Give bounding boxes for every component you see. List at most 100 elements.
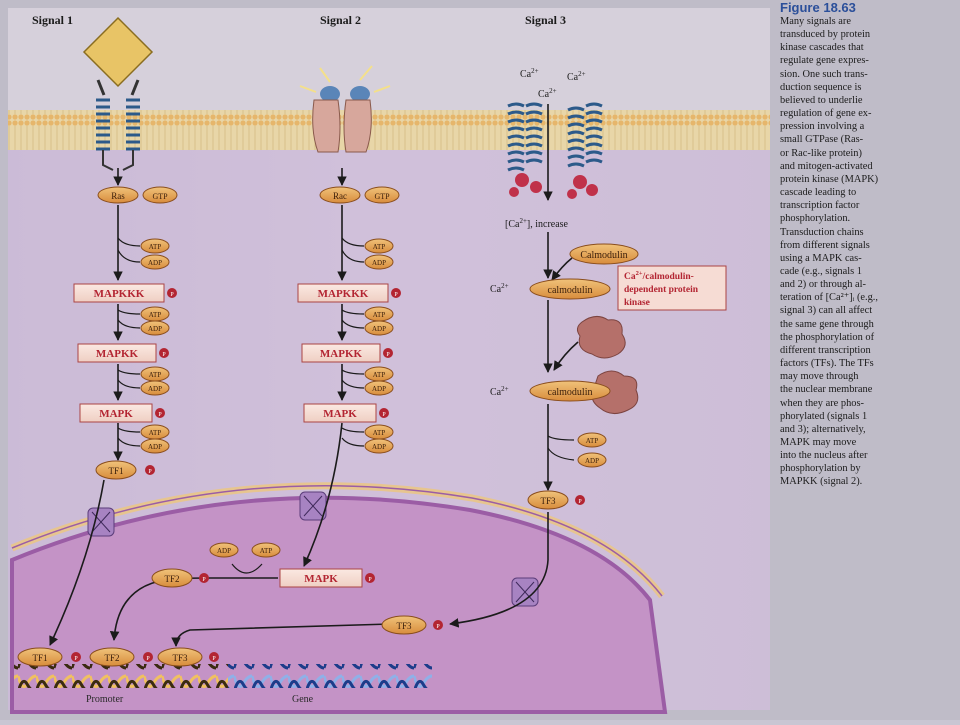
pathway-1-atp-adp-4: ATP ADP	[140, 424, 170, 454]
pathway-2-atp-adp-2: ATP ADP	[364, 306, 394, 336]
svg-text:P: P	[578, 499, 582, 505]
signal-2-label: Signal 2	[320, 13, 361, 27]
svg-text:ATP: ATP	[149, 371, 162, 379]
caption-line: from different signals	[780, 239, 870, 251]
signal-1-receptor	[82, 16, 154, 171]
rac-gtp-complex: Rac GTP	[319, 186, 400, 204]
caption-line: kinase cascades that	[780, 42, 864, 54]
ca-calmodulin-complex-1: Ca2+ calmodulin	[490, 278, 611, 300]
mapkkk-box-1: MAPKKK P	[73, 283, 177, 303]
svg-text:MAPK: MAPK	[99, 408, 133, 420]
nuclear-atp-adp: ADP ATP	[209, 542, 281, 558]
caption-line: MAPKK (signal 2).	[780, 476, 863, 488]
svg-text:Ca2+: Ca2+	[520, 67, 539, 80]
svg-text:ATP: ATP	[586, 437, 599, 445]
pathway-1-atp-adp-2: ATP ADP	[140, 306, 170, 336]
nuclear-envelope-line	[11, 484, 663, 597]
svg-text:calmodulin: calmodulin	[548, 285, 593, 296]
promoter-dna	[14, 664, 228, 688]
pathway-2-atp-adp-1: ATP ADP	[364, 238, 394, 270]
caption-line: regulation of gene ex-	[780, 108, 872, 120]
svg-text:ATP: ATP	[149, 429, 162, 437]
svg-text:ADP: ADP	[148, 325, 162, 333]
ras-gtp-complex: Ras GTP	[97, 186, 178, 204]
svg-text:TF2: TF2	[164, 574, 179, 584]
svg-text:ATP: ATP	[149, 311, 162, 319]
caption-line: cade (e.g., signals 1	[780, 265, 862, 277]
svg-text:Ca2+: Ca2+	[567, 70, 586, 83]
svg-text:TF1: TF1	[108, 466, 123, 476]
caption-line: and 3); alternatively,	[780, 423, 866, 435]
gene-dna	[228, 664, 432, 688]
svg-text:ADP: ADP	[372, 385, 386, 393]
ca-calmodulin-kinase-label: Ca2+/calmodulin- dependent protein kinas…	[617, 265, 727, 311]
mapk-box-1: MAPK P	[79, 403, 165, 423]
svg-text:MAPKK: MAPKK	[320, 348, 363, 360]
tf1-node: TF1 P	[95, 460, 155, 480]
svg-text:ADP: ADP	[372, 259, 386, 267]
svg-text:P: P	[146, 656, 150, 662]
caption-line: regulate gene expres-	[780, 55, 869, 67]
svg-text:MAPKKK: MAPKKK	[318, 288, 369, 300]
caption-line: or Rac-like protein)	[780, 147, 862, 159]
svg-text:ADP: ADP	[585, 457, 599, 465]
svg-text:P: P	[148, 469, 152, 475]
caption-line: signal 3) can all affect	[780, 305, 873, 317]
pathway-arrows	[49, 104, 579, 647]
ca-calmodulin-complex-2: Ca2+ calmodulin	[490, 370, 639, 414]
caption-line: the same gene through	[780, 318, 874, 330]
pathway-1-atp-adp-3: ATP ADP	[140, 366, 170, 396]
mapkkk-box-2: MAPKKK P	[297, 283, 401, 303]
nuclear-mapk-box: MAPK P	[279, 568, 375, 588]
svg-text:Ras: Ras	[111, 191, 125, 201]
caption-line: transcription factor	[780, 200, 860, 212]
svg-text:ATP: ATP	[373, 311, 386, 319]
nuclear-pore-1	[87, 507, 115, 537]
pathway-2-atp-adp-3: ATP ADP	[364, 366, 394, 396]
signal-1-ligand-diamond	[82, 16, 154, 88]
caption-line: Transduction chains	[780, 226, 864, 238]
caption-line: sion. One such trans-	[780, 68, 868, 80]
atp-adp-loops	[117, 237, 575, 574]
svg-text:Ca2+/calmodulin-: Ca2+/calmodulin-	[624, 270, 694, 282]
svg-text:TF2: TF2	[104, 653, 119, 663]
svg-text:Rac: Rac	[333, 191, 347, 201]
svg-text:P: P	[202, 577, 206, 583]
nuclear-pore-3	[511, 577, 539, 607]
svg-text:TF3: TF3	[396, 621, 412, 631]
svg-text:calmodulin: calmodulin	[548, 387, 593, 398]
tf3-node-cytoplasm: TF3 P	[527, 490, 585, 510]
caption-line: protein kinase (MAPK)	[780, 173, 879, 185]
caption-line: phorylated (signals 1	[780, 410, 868, 422]
mapkk-box-1: MAPKK P	[77, 343, 169, 363]
svg-text:ADP: ADP	[148, 443, 162, 451]
svg-text:MAPKK: MAPKK	[96, 348, 139, 360]
svg-text:ADP: ADP	[148, 385, 162, 393]
caption-line: and mitogen-activated	[780, 160, 873, 172]
caption-line: MAPK may move	[780, 437, 857, 448]
svg-text:P: P	[74, 656, 78, 662]
svg-text:ADP: ADP	[372, 443, 386, 451]
svg-text:ATP: ATP	[373, 371, 386, 379]
channel-subunits	[509, 173, 598, 199]
bound-transcription-factors: TF1 P TF2 P TF3 P	[17, 647, 219, 667]
svg-text:P: P	[368, 577, 372, 583]
pathway-1-atp-adp-1: ATP ADP	[140, 238, 170, 270]
caption-line: into the nucleus after	[780, 450, 868, 462]
mapk-box-2: MAPK P	[303, 403, 389, 423]
caption-line: transduced by protein	[780, 29, 871, 41]
svg-text:ADP: ADP	[372, 325, 386, 333]
svg-text:P: P	[436, 624, 440, 630]
caption-line: pression involving a	[780, 121, 865, 133]
caption-line: factors (TFs). The TFs	[780, 358, 874, 370]
svg-text:ATP: ATP	[373, 243, 386, 251]
pathway-2-atp-adp-4: ATP ADP	[364, 424, 394, 454]
signal-3-channels	[507, 102, 603, 172]
svg-text:TF3: TF3	[540, 496, 556, 506]
gene-label: Gene	[292, 694, 314, 705]
caption-line: the phosphorylation of	[780, 331, 875, 343]
svg-text:dependent protein: dependent protein	[624, 285, 699, 295]
